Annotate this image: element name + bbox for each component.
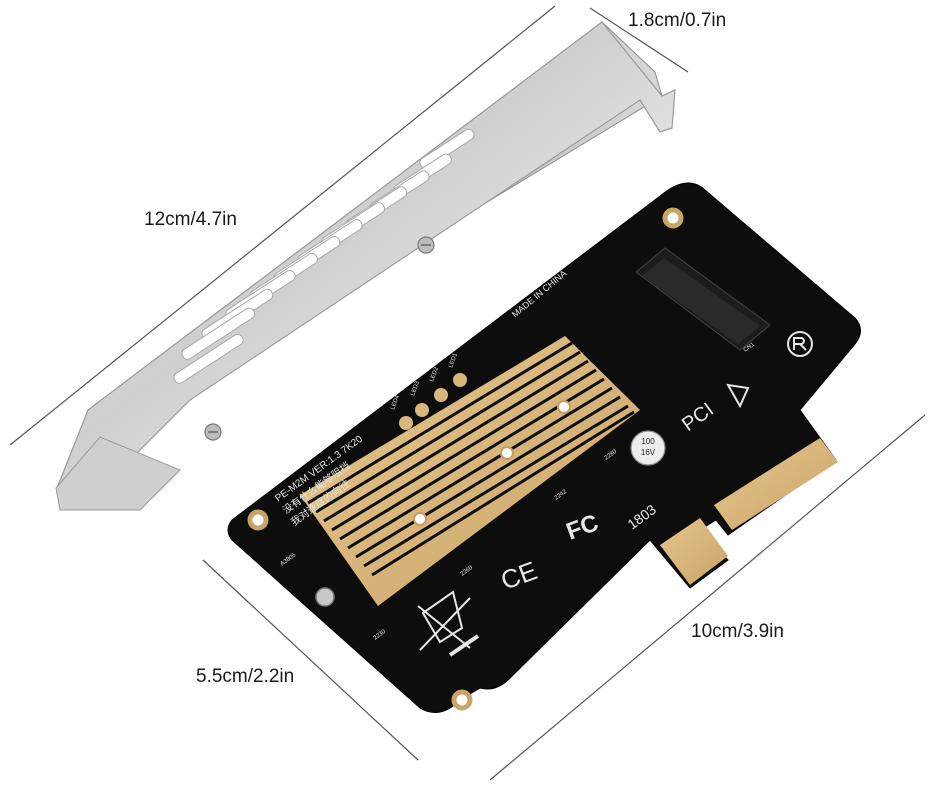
led2-label: LED2 xyxy=(429,366,440,383)
mounting-screw xyxy=(315,587,335,607)
adapter-card: 100 16V PE-M2M VER:1.3 7K20 没有什么能够阻挡 我对速… xyxy=(227,182,861,713)
dimension-lines xyxy=(9,5,926,781)
bracket-screw-bottom xyxy=(204,423,222,441)
led3-label: LED3 xyxy=(410,380,421,397)
m2-connector xyxy=(635,247,771,351)
card-length-label: 10cm/3.9in xyxy=(691,621,784,642)
mounting-holes xyxy=(247,207,684,711)
led-pads xyxy=(399,373,467,430)
capacitor: 100 16V xyxy=(630,430,666,466)
bracket-vent-slots xyxy=(173,128,475,384)
card-height-label: 5.5cm/2.2in xyxy=(196,666,295,687)
pcb-icons xyxy=(417,331,813,657)
pci-arrow-icon xyxy=(726,383,750,409)
bracket-width-label: 1.8cm/0.7in xyxy=(628,10,727,31)
trace-lines xyxy=(307,341,635,577)
recycle-logo-icon xyxy=(787,331,813,357)
standoff-holes xyxy=(413,400,571,526)
capacitor-voltage: 16V xyxy=(641,448,656,457)
capacitor-value: 100 xyxy=(641,437,655,446)
pci-bracket xyxy=(55,21,676,511)
led1-label: LED1 xyxy=(448,352,459,369)
bracket-length-label: 12cm/4.7in xyxy=(144,209,237,230)
led4-label: LED4 xyxy=(390,394,401,411)
bracket-screw-top xyxy=(417,236,435,254)
pcie-gold-fingers xyxy=(660,438,838,585)
weee-bin-icon xyxy=(417,590,480,657)
